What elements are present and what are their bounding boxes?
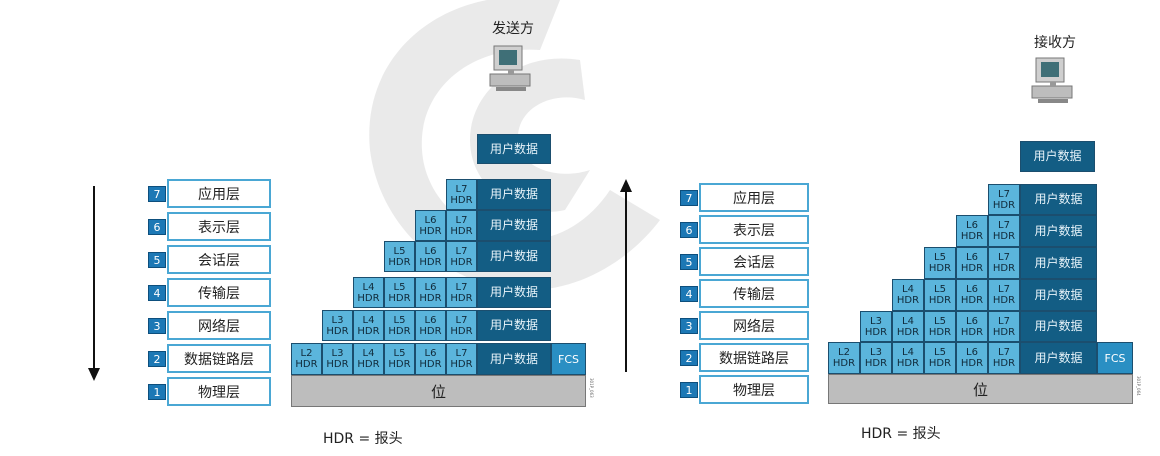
l6-header-cell: L6 HDR [956,342,988,374]
l5-header-cell: L5 HDR [384,310,415,341]
receiver-title: 接收方 [1034,35,1076,51]
layer-data-link: 数据链路层 [699,343,809,372]
bits-bar: 位 [291,375,586,407]
l6-header-cell: L6 HDR [415,277,446,308]
l5-header-cell: L5 HDR [924,279,956,311]
fcs-cell: FCS [1097,342,1133,374]
l6-header-cell: L6 HDR [956,279,988,311]
l5-header-cell: L5 HDR [924,247,956,279]
bits-bar: 位 [828,374,1133,404]
user-data-cell: 用户数据 [477,210,551,241]
l6-header-cell: L6 HDR [415,210,446,241]
layer-data-link: 数据链路层 [167,344,271,373]
l7-header-cell: L7 HDR [988,247,1020,279]
user-data-cell: 用户数据 [1020,141,1095,172]
layer-number: 2 [148,351,166,367]
l4-header-cell: L4 HDR [353,310,384,341]
layer-transport: 传输层 [699,279,809,308]
l7-header-cell: L7 HDR [988,311,1020,342]
receiver-computer-icon [1031,57,1073,103]
layer-transport: 传输层 [167,278,271,307]
legend-text: HDR = 报头 [323,431,403,447]
l4-header-cell: L4 HDR [353,343,384,375]
l7-header-cell: L7 HDR [988,342,1020,374]
l6-header-cell: L6 HDR [415,343,446,375]
l7-header-cell: L7 HDR [988,215,1020,247]
l5-header-cell: L5 HDR [384,241,415,272]
user-data-cell: 用户数据 [1020,279,1097,311]
l3-header-cell: L3 HDR [322,343,353,375]
l6-header-cell: L6 HDR [415,310,446,341]
user-data-cell: 用户数据 [477,179,551,210]
l6-header-cell: L6 HDR [956,247,988,279]
l4-header-cell: L4 HDR [353,277,384,308]
layer-session: 会话层 [167,245,271,274]
l3-header-cell: L3 HDR [322,310,353,341]
l7-header-cell: L7 HDR [446,310,477,341]
layer-number: 5 [680,254,698,270]
l7-header-cell: L7 HDR [446,241,477,272]
l7-header-cell: L7 HDR [446,210,477,241]
layer-number: 5 [148,252,166,268]
fcs-cell: FCS [551,343,586,375]
l4-header-cell: L4 HDR [892,279,924,311]
user-data-cell: 用户数据 [477,343,551,375]
l2-header-cell: L2 HDR [828,342,860,374]
layer-number: 7 [680,190,698,206]
user-data-cell: 用户数据 [477,134,551,164]
l5-header-cell: L5 HDR [384,277,415,308]
layer-number: 4 [680,286,698,302]
l6-header-cell: L6 HDR [415,241,446,272]
l4-header-cell: L4 HDR [892,311,924,342]
l4-header-cell: L4 HDR [892,342,924,374]
layer-presentation: 表示层 [167,212,271,241]
user-data-cell: 用户数据 [477,241,551,272]
l7-header-cell: L7 HDR [446,277,477,308]
layer-physical: 物理层 [167,377,271,406]
l7-header-cell: L7 HDR [988,184,1020,215]
user-data-cell: 用户数据 [1020,215,1097,247]
layer-number: 6 [680,222,698,238]
layer-number: 3 [148,318,166,334]
layer-application: 应用层 [699,183,809,212]
layer-session: 会话层 [699,247,809,276]
l6-header-cell: L6 HDR [956,215,988,247]
user-data-cell: 用户数据 [1020,311,1097,342]
layer-physical: 物理层 [699,375,809,404]
user-data-cell: 用户数据 [1020,247,1097,279]
layer-number: 1 [148,384,166,400]
user-data-cell: 用户数据 [477,277,551,308]
l7-header-cell: L7 HDR [446,343,477,375]
layer-number: 3 [680,318,698,334]
layer-network: 网络层 [699,311,809,340]
down-arrow-icon [88,186,100,381]
user-data-cell: 用户数据 [477,310,551,341]
user-data-cell: 用户数据 [1020,342,1097,374]
l2-header-cell: L2 HDR [291,343,322,375]
layer-presentation: 表示层 [699,215,809,244]
l5-header-cell: L5 HDR [924,342,956,374]
l5-header-cell: L5 HDR [384,343,415,375]
l7-header-cell: L7 HDR [988,279,1020,311]
layer-number: 2 [680,350,698,366]
sender-computer-icon [489,45,531,91]
layer-number: 1 [680,382,698,398]
layer-number: 7 [148,186,166,202]
legend-text: HDR = 报头 [861,426,941,442]
figure-code: 301P_064 [1136,376,1141,396]
layer-network: 网络层 [167,311,271,340]
up-arrow-icon [620,179,632,372]
sender-title: 发送方 [492,21,534,37]
l3-header-cell: L3 HDR [860,342,892,374]
layer-number: 4 [148,285,166,301]
user-data-cell: 用户数据 [1020,184,1097,215]
l6-header-cell: L6 HDR [956,311,988,342]
figure-code: 301P_063 [589,378,594,398]
layer-number: 6 [148,219,166,235]
layer-application: 应用层 [167,179,271,208]
l3-header-cell: L3 HDR [860,311,892,342]
l5-header-cell: L5 HDR [924,311,956,342]
l7-header-cell: L7 HDR [446,179,477,210]
